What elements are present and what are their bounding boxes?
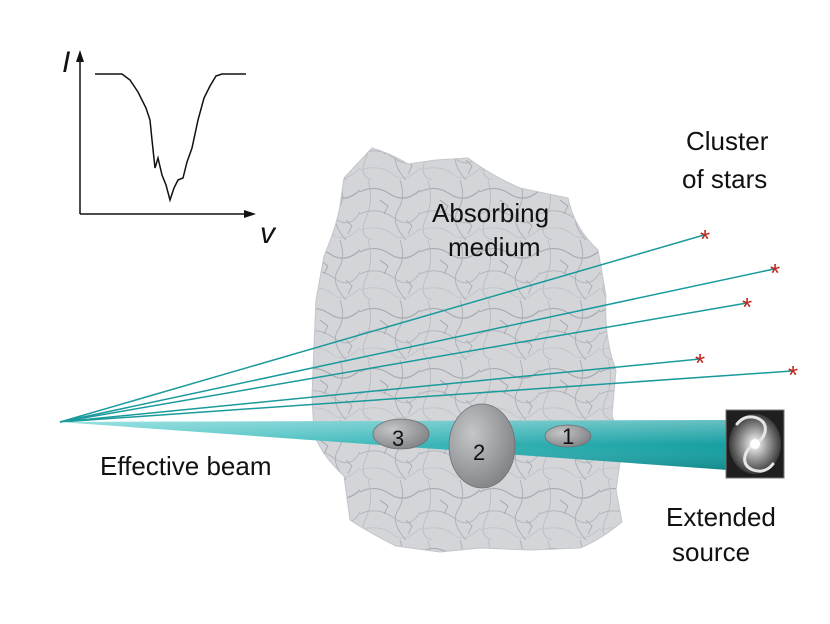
star-marker: * [770, 258, 780, 288]
sightline [59, 358, 701, 423]
sightline [59, 302, 748, 423]
star-cluster: * * * * * [695, 224, 798, 390]
inset-x-axis-arrowhead [244, 210, 256, 218]
effective-beam-label: Effective beam [100, 451, 272, 481]
cloud-3 [372, 418, 430, 450]
sightlines-to-stars [59, 234, 793, 423]
galaxy-spiral-arm [743, 442, 775, 473]
inset-x-axis-label: v [260, 217, 277, 250]
medium-label-line2: medium [448, 232, 540, 262]
cluster-label-line2: of stars [682, 164, 767, 194]
medium-label-line1: Absorbing [432, 198, 549, 228]
extended-source-galaxy [725, 409, 785, 479]
galaxy-core [750, 439, 760, 449]
cloud-2-label: 2 [473, 440, 485, 465]
inset-line-profile-plot: I v [62, 46, 277, 250]
absorption-line-profile [95, 73, 246, 203]
sightline [59, 268, 775, 423]
inset-y-axis-arrowhead [76, 50, 84, 62]
cloud-3-label: 3 [392, 426, 404, 451]
star-marker: * [788, 360, 798, 390]
sightline [59, 370, 793, 423]
cloud-2 [448, 403, 516, 489]
cluster-label-line1: Cluster [686, 126, 769, 156]
cloud-1-label: 1 [562, 424, 574, 449]
absorbing-clouds: 3 2 1 [372, 403, 592, 489]
extended-source-label-line1: Extended [666, 502, 776, 532]
sightline [59, 234, 705, 423]
galaxy-spiral-arm [735, 415, 767, 446]
star-marker: * [695, 348, 705, 378]
cloud-1 [544, 424, 592, 448]
star-marker: * [742, 292, 752, 322]
inset-y-axis-label: I [62, 46, 70, 79]
star-marker: * [700, 224, 710, 254]
extended-source-label-line2: source [672, 537, 750, 567]
